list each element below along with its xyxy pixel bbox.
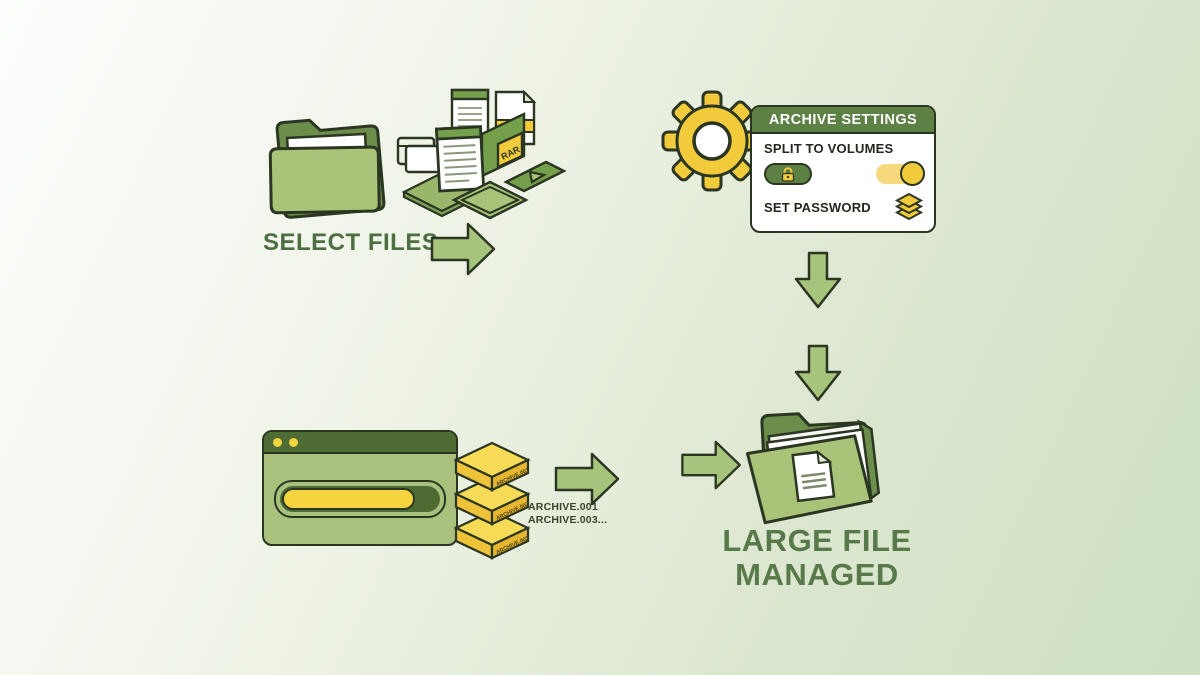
lock-pill xyxy=(764,163,812,185)
toggle-switch xyxy=(876,161,925,186)
window-dot xyxy=(289,437,298,447)
arrow-down-icon xyxy=(794,251,842,309)
result-label-line2: MANAGED xyxy=(735,557,899,592)
select-files-label: SELECT FILES xyxy=(263,229,439,256)
file-cluster-icon: RAR xyxy=(396,88,567,220)
progress-fill xyxy=(282,488,415,510)
split-to-volumes-label: SPLIT TO VOLUMES xyxy=(764,141,894,156)
progress-track xyxy=(280,486,440,512)
archive-volumes-icon: ARCHIVE.003 ARCHIVE.002 ARCHIVE.001 xyxy=(453,441,531,560)
progress-bar xyxy=(274,480,446,518)
arrow-right-icon xyxy=(554,452,620,506)
window-titlebar xyxy=(264,432,456,454)
arrow-down-icon xyxy=(794,344,842,402)
volume-caption-line: ARCHIVE.003... xyxy=(528,514,608,526)
toggle-knob xyxy=(900,161,925,186)
set-password-label: SET PASSWORD xyxy=(764,199,871,215)
arrow-right-icon xyxy=(430,222,496,276)
layers-icon xyxy=(894,192,924,221)
archive-settings-title: ARCHIVE SETTINGS xyxy=(752,107,934,134)
result-label: LARGE FILE MANAGED xyxy=(672,524,962,592)
result-label-line1: LARGE FILE xyxy=(722,523,912,558)
arrow-right-icon xyxy=(681,440,741,490)
closed-folder-icon xyxy=(268,118,386,219)
lock-icon xyxy=(781,166,795,182)
progress-window xyxy=(262,430,458,546)
document-icon xyxy=(791,449,836,503)
volume-captions: ARCHIVE.001 ARCHIVE.003... xyxy=(528,501,607,527)
result-folder-icon xyxy=(746,412,881,525)
archive-settings-panel: ARCHIVE SETTINGS SPLIT TO VOLUMES SET PA… xyxy=(750,105,936,233)
window-dot xyxy=(273,437,282,447)
gear-icon xyxy=(661,90,763,192)
volume-caption-line: ARCHIVE.001 xyxy=(528,501,598,513)
